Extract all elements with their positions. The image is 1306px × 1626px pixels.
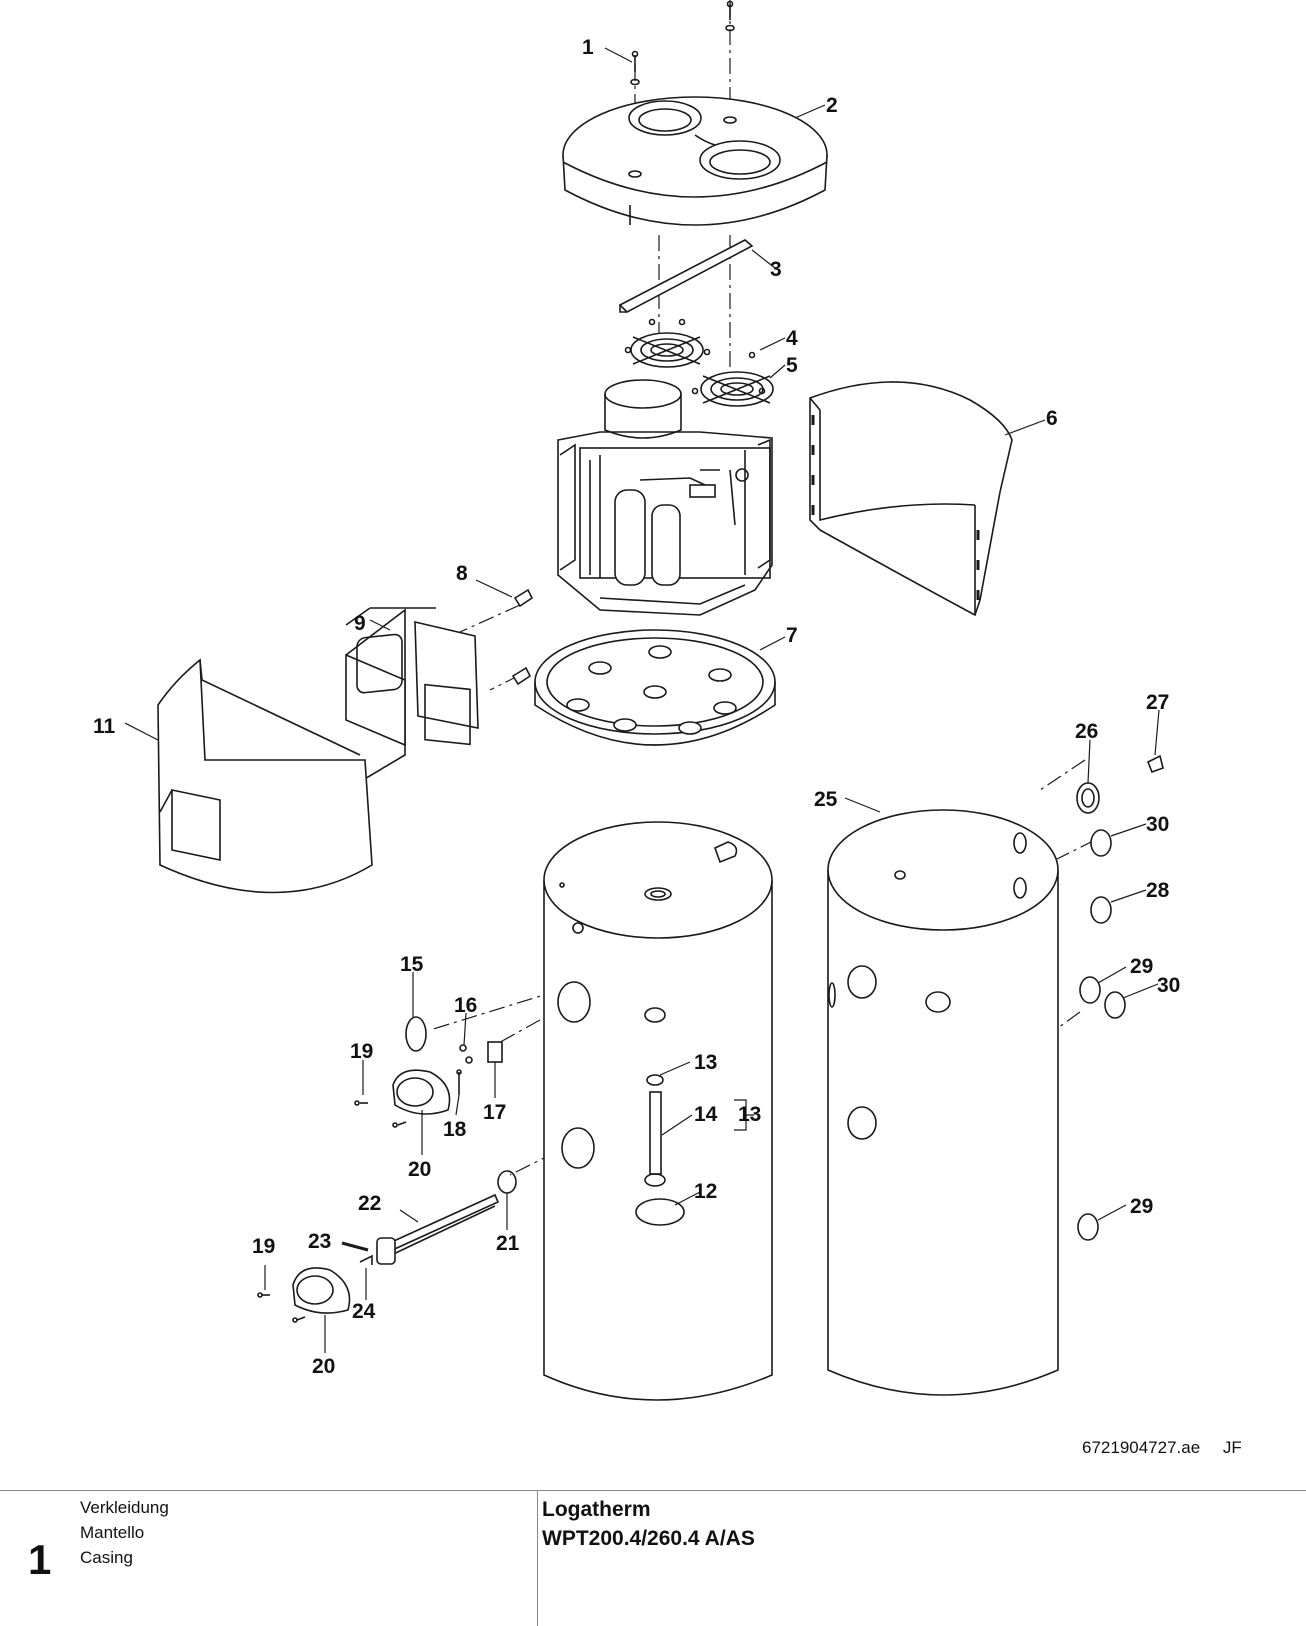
heat-pump-module [557, 379, 773, 616]
cover-cap-part-20-lower [292, 1267, 351, 1314]
name-en: Casing [80, 1548, 133, 1567]
callout-17: 17 [483, 1101, 506, 1124]
arrow-part-23 [341, 1241, 369, 1252]
callout-3: 3 [770, 258, 782, 281]
callout-9: 9 [354, 612, 366, 635]
callout-24: 24 [352, 1300, 376, 1323]
thermostat-part-17 [487, 1041, 503, 1063]
control-panel-part-9 [345, 607, 479, 791]
callout-28: 28 [1146, 879, 1170, 902]
callout-11: 11 [93, 715, 116, 738]
callout-13-bracket: 13 [738, 1103, 761, 1126]
gasket-part-21 [497, 1170, 517, 1194]
callout-16: 16 [454, 994, 477, 1017]
callout-29-lower: 29 [1130, 1195, 1153, 1218]
callout-7: 7 [786, 624, 798, 647]
callout-20-upper: 20 [408, 1158, 431, 1181]
callout-1: 1 [582, 36, 594, 59]
callout-19-lower: 19 [252, 1235, 275, 1258]
front-casing-part-11 [157, 658, 373, 894]
storage-tank [543, 821, 773, 1401]
sensor-part-24 [359, 1254, 373, 1265]
title-block-divider [537, 1491, 538, 1626]
bracket-part-3 [618, 239, 754, 313]
callout-19-upper: 19 [350, 1040, 373, 1063]
product-brand: Logatherm [542, 1498, 651, 1521]
page-number: 1 [28, 1536, 52, 1583]
heating-element-part-22 [376, 1193, 500, 1265]
callout-12: 12 [694, 1180, 717, 1203]
flange-part-15 [405, 1016, 427, 1052]
callout-23: 23 [308, 1230, 331, 1253]
base-tray-part-7 [534, 629, 776, 746]
title-block: 1 Verkleidung Mantello Casing Logatherm … [0, 1490, 1306, 1626]
screw-part-16-18 [456, 1044, 473, 1095]
callout-14: 14 [694, 1103, 718, 1126]
exploded-parts-diagram: 1 2 3 4 5 6 7 8 9 11 26 27 25 30 28 29 3… [93, 0, 1180, 1401]
callout-5: 5 [786, 354, 798, 377]
callout-27: 27 [1146, 691, 1169, 714]
callout-4: 4 [786, 327, 798, 350]
callout-8: 8 [456, 562, 468, 585]
callout-26: 26 [1075, 720, 1098, 743]
callout-29-upper: 29 [1130, 955, 1153, 978]
screws-part-19 [257, 1100, 407, 1323]
callout-30-lower: 30 [1157, 974, 1180, 997]
callout-2: 2 [826, 94, 838, 117]
callout-25: 25 [814, 788, 838, 811]
cable-gland-part-8 [511, 588, 534, 686]
screw-part-1 [630, 0, 735, 86]
callout-6: 6 [1046, 407, 1058, 430]
part-group-names: Verkleidung Mantello Casing [80, 1495, 169, 1570]
callout-13-upper: 13 [694, 1051, 717, 1074]
drawing-reference: 6721904727.ae JF [1082, 1438, 1260, 1458]
callout-30-upper: 30 [1146, 813, 1169, 836]
drawing-code: 6721904727.ae [1082, 1438, 1201, 1457]
name-it: Mantello [80, 1523, 145, 1542]
product-title: Logatherm WPT200.4/260.4 A/AS [542, 1495, 755, 1553]
rear-casing-part-6 [809, 381, 1013, 617]
top-cover-part-2 [562, 96, 828, 226]
drawing-author: JF [1222, 1438, 1242, 1457]
plugs-part-26-30 [1076, 754, 1164, 1241]
callout-22: 22 [358, 1192, 381, 1215]
fan-grille-part-5 [691, 351, 774, 407]
name-de: Verkleidung [80, 1498, 169, 1517]
cover-cap-part-20-upper [392, 1069, 451, 1115]
product-model: WPT200.4/260.4 A/AS [542, 1527, 755, 1550]
callout-21: 21 [496, 1232, 520, 1255]
callout-15: 15 [400, 953, 424, 976]
insulation-shell-part-25 [827, 809, 1059, 1396]
fan-grille-part-4 [624, 318, 711, 368]
callout-20-lower: 20 [312, 1355, 335, 1378]
callout-18: 18 [443, 1118, 467, 1141]
